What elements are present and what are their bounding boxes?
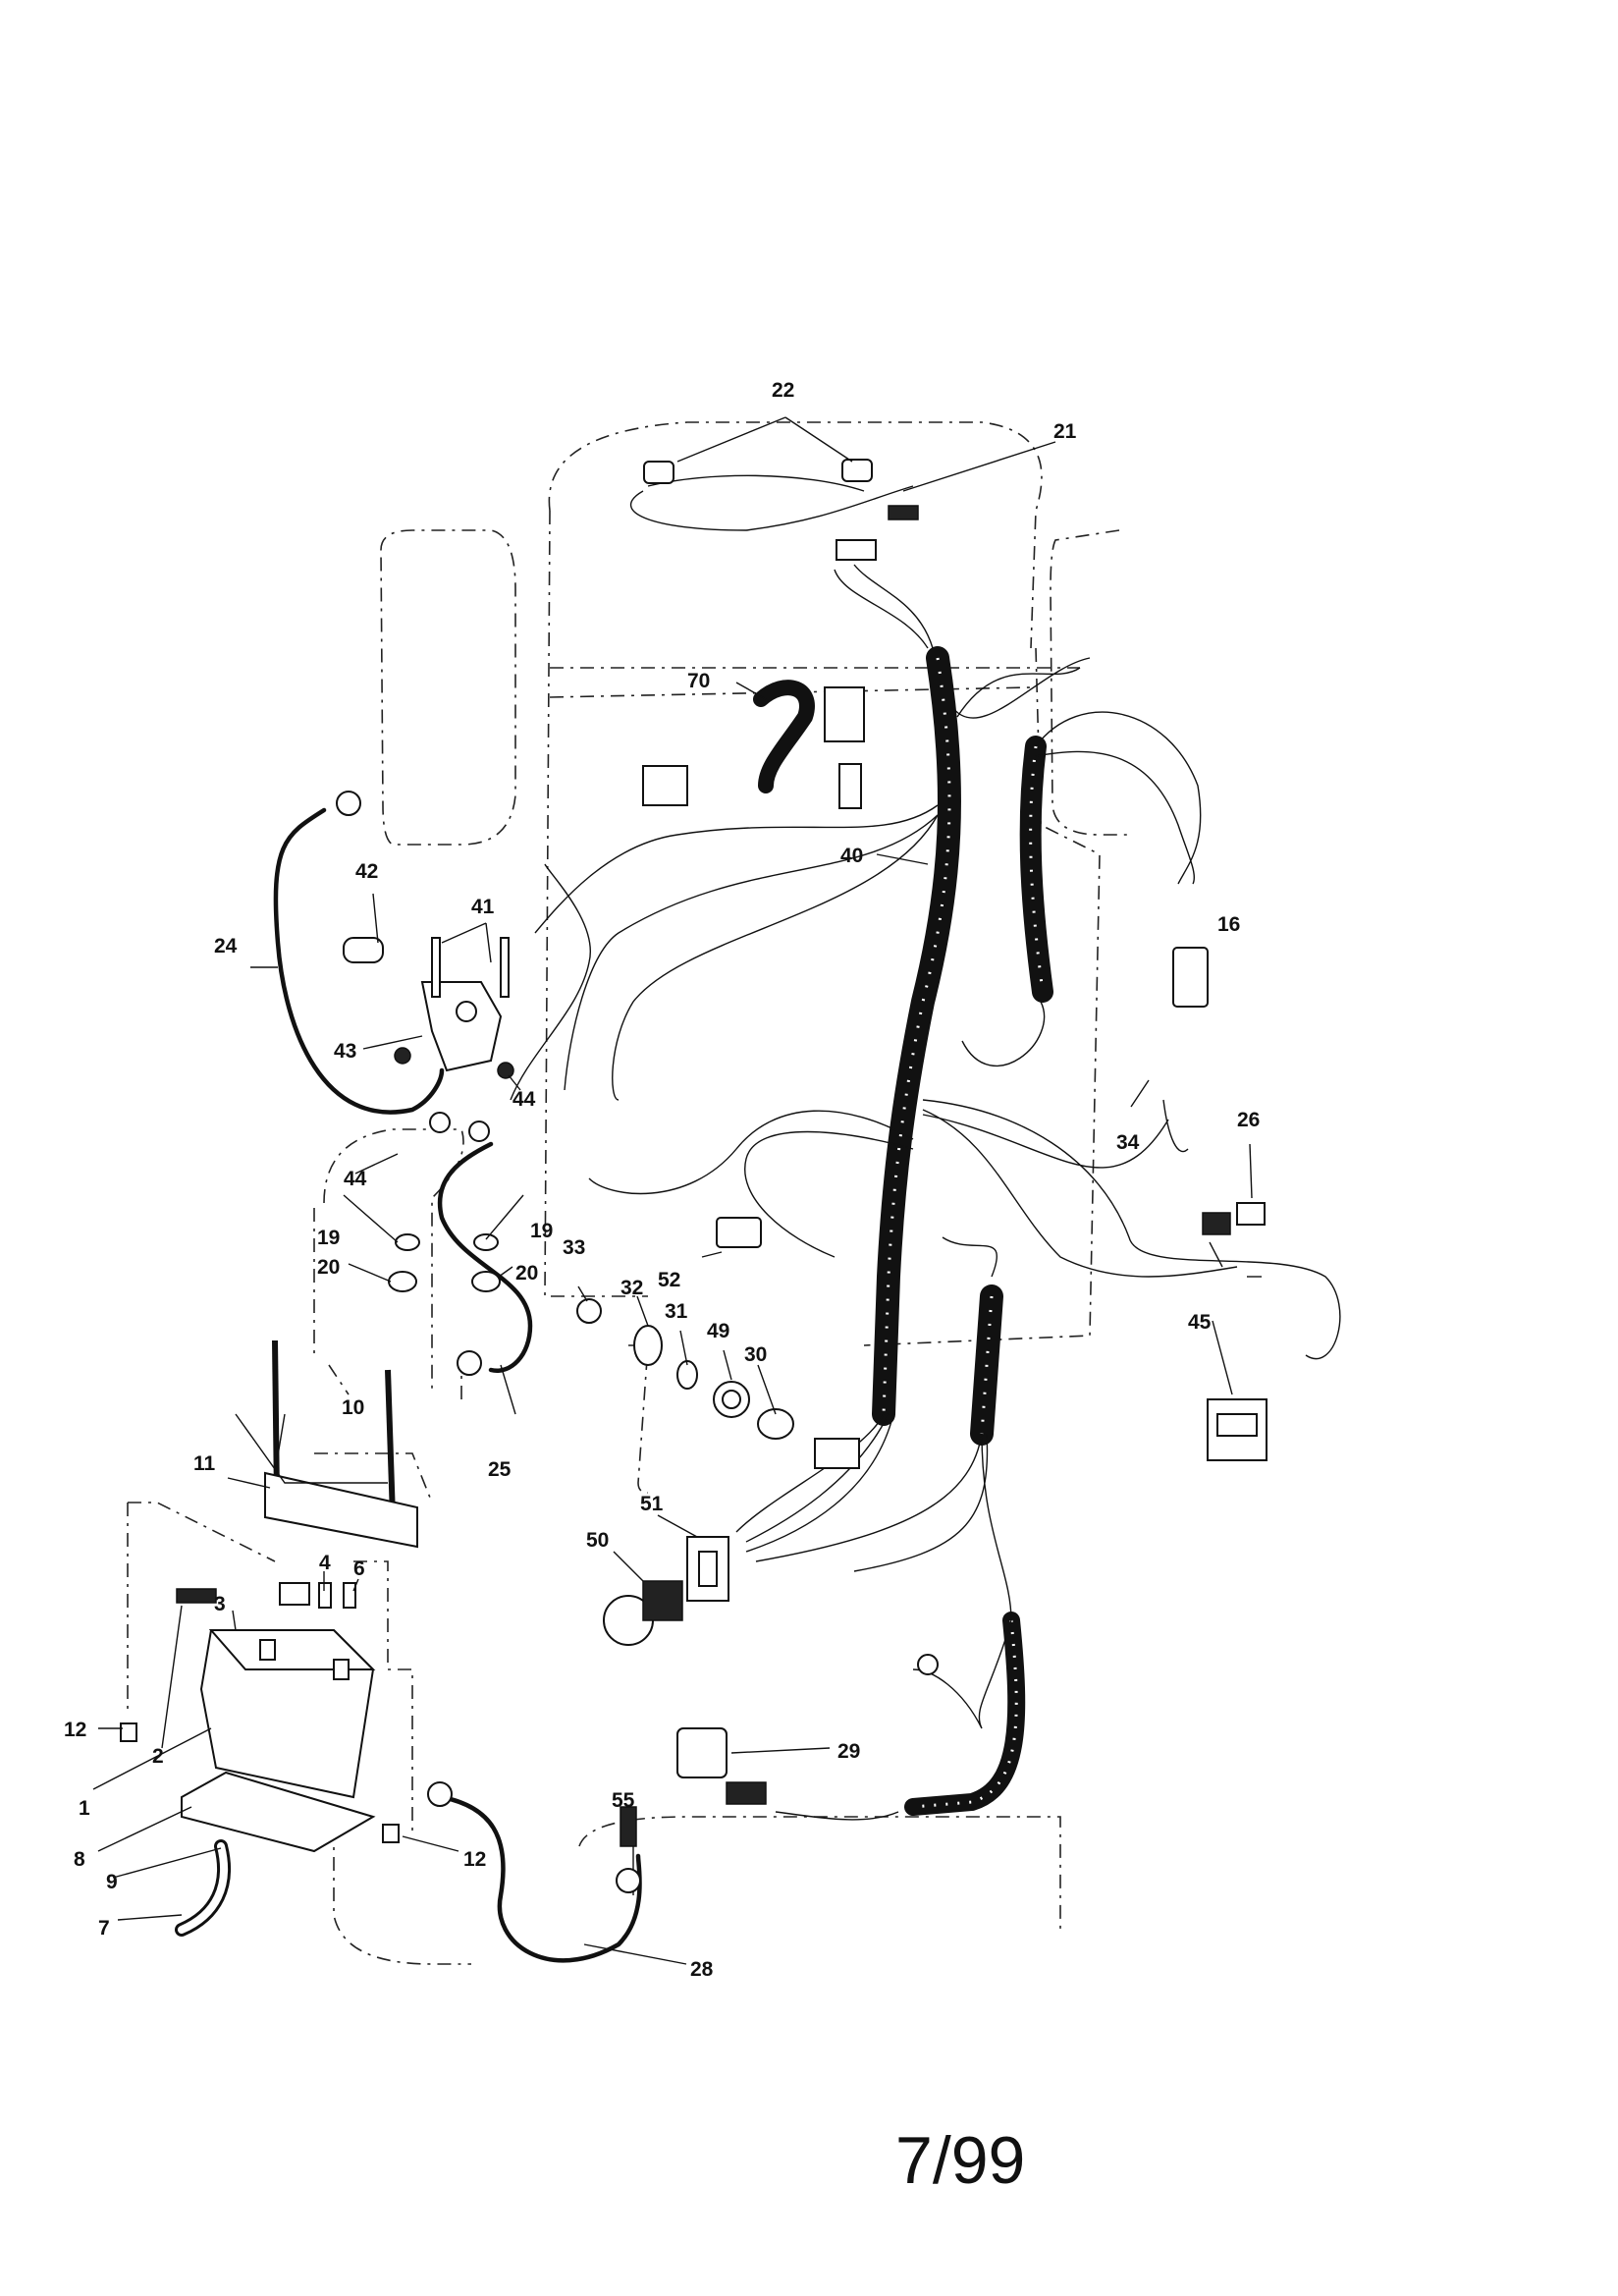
callout-2: 2 — [152, 1745, 164, 1768]
switch-50-51 — [603, 1536, 729, 1646]
callout-24: 24 — [214, 935, 238, 957]
leader-lines — [92, 416, 1262, 1965]
callout-43: 43 — [334, 1040, 356, 1063]
wire-harness — [510, 474, 1341, 1895]
callout-16: 16 — [1217, 913, 1240, 936]
cable-24 — [273, 807, 445, 1115]
callout-32: 32 — [620, 1277, 643, 1299]
callout-12-right: 12 — [463, 1848, 486, 1871]
terminal-hardware — [176, 1582, 356, 1609]
tractor-outline — [127, 421, 1127, 1965]
battery-1 — [199, 1629, 376, 1799]
callout-20-right: 20 — [515, 1262, 538, 1285]
callout-31: 31 — [665, 1300, 688, 1323]
callout-1: 1 — [79, 1797, 90, 1820]
callout-20-left: 20 — [317, 1256, 340, 1279]
callout-22: 22 — [772, 379, 794, 402]
callout-51: 51 — [640, 1493, 664, 1515]
solenoid-29 — [676, 1727, 767, 1805]
callout-4: 4 — [319, 1552, 331, 1574]
relay-70 — [642, 686, 865, 809]
parts — [120, 459, 1267, 1937]
battery-tray-8 — [181, 1771, 376, 1853]
fuse-26 — [1236, 1202, 1266, 1226]
callout-70: 70 — [687, 670, 710, 692]
callout-19-left: 19 — [317, 1227, 340, 1249]
callout-8: 8 — [74, 1848, 85, 1871]
callout-30: 30 — [744, 1343, 767, 1366]
callout-26: 26 — [1237, 1109, 1260, 1131]
callout-44-left: 44 — [344, 1168, 367, 1190]
hour-meter-45 — [1207, 1398, 1267, 1461]
callout-25: 25 — [488, 1458, 512, 1481]
callout-34: 34 — [1116, 1131, 1140, 1154]
callout-labels: 22 21 70 40 16 42 41 24 43 44 44 19 19 2… — [64, 379, 1260, 1981]
callout-7: 7 — [98, 1917, 110, 1940]
callout-42: 42 — [355, 860, 378, 883]
callout-50: 50 — [586, 1529, 609, 1552]
callout-44-right: 44 — [512, 1088, 536, 1111]
callout-21: 21 — [1053, 420, 1077, 443]
callout-28: 28 — [690, 1958, 714, 1981]
callout-45: 45 — [1188, 1311, 1212, 1334]
plug-52 — [716, 1217, 762, 1248]
callout-10: 10 — [342, 1396, 364, 1419]
cables — [273, 807, 642, 1963]
headlight-bulbs — [643, 459, 919, 561]
vent-tube-and-fasteners — [120, 1722, 637, 1937]
ring-terminals — [336, 791, 939, 1893]
callout-52: 52 — [658, 1269, 680, 1291]
callout-3: 3 — [214, 1593, 226, 1615]
ignition-parts — [576, 1298, 860, 1469]
callout-40: 40 — [840, 845, 863, 867]
washers-and-nuts — [388, 1233, 501, 1292]
callout-33: 33 — [563, 1236, 585, 1259]
cable-28 — [439, 1794, 642, 1963]
starter-solenoid — [343, 937, 514, 1079]
callout-55: 55 — [612, 1789, 635, 1812]
callout-49: 49 — [707, 1320, 729, 1342]
callout-19-right: 19 — [530, 1220, 553, 1242]
callout-9: 9 — [106, 1871, 118, 1893]
callout-12-left: 12 — [64, 1719, 86, 1741]
callout-6: 6 — [353, 1558, 365, 1580]
callout-29: 29 — [837, 1740, 860, 1763]
page-id: 7/99 — [895, 2123, 1025, 2198]
callout-41: 41 — [471, 896, 495, 918]
cable-25 — [437, 1141, 533, 1373]
switch-16 — [1172, 947, 1209, 1008]
battery-hold-down — [264, 1339, 418, 1549]
callout-11: 11 — [193, 1452, 216, 1475]
